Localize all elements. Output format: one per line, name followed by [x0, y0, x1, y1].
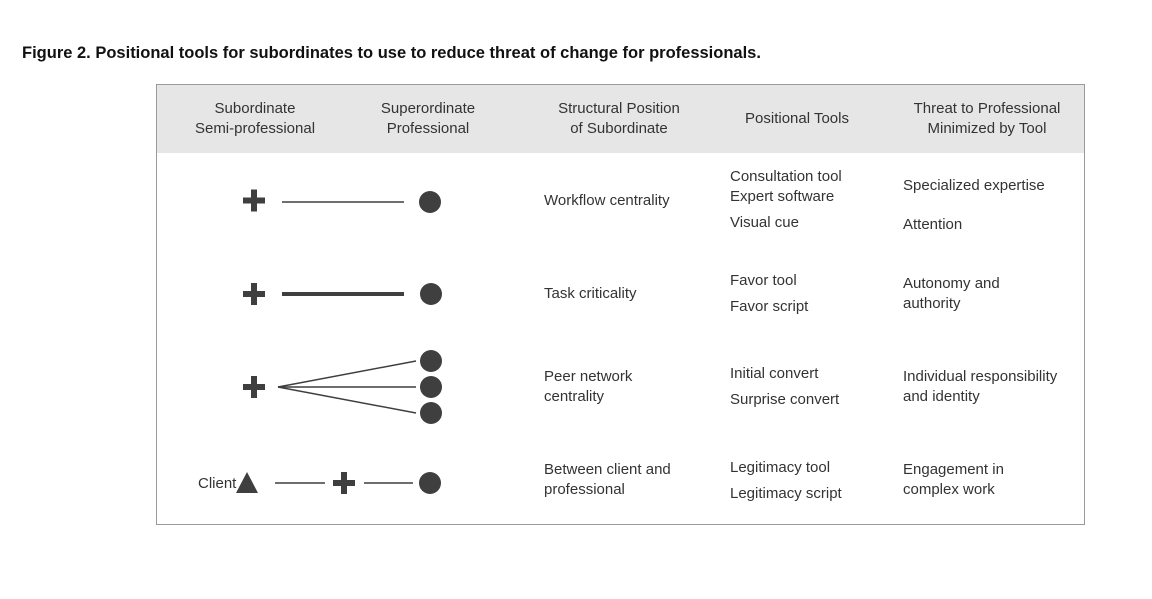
header-line: Superordinate	[380, 100, 476, 117]
row3-position: Peer network centrality	[544, 367, 632, 407]
tie-line	[277, 360, 417, 388]
figure-title: Figure 2. Positional tools for subordina…	[22, 44, 761, 62]
header-superordinate: Superordinate Professional	[353, 85, 503, 153]
row2-threats: Autonomy and authority	[903, 274, 1000, 314]
row1-position: Workflow centrality	[544, 191, 670, 211]
row1-diagram	[243, 189, 441, 213]
row3-tools: Initial convert Surprise convert	[730, 364, 839, 410]
cell-text: professional	[544, 481, 625, 498]
cell-text: Workflow centrality	[544, 192, 670, 209]
cell-text: Engagement in	[903, 461, 1004, 478]
header-line: Minimized by Tool	[927, 120, 1047, 137]
header-line: of Subordinate	[570, 120, 668, 137]
plus-icon	[243, 189, 265, 212]
client-label: Client	[198, 475, 237, 492]
header-line: Subordinate	[214, 100, 296, 117]
figure-table: Subordinate Semi-professional Superordin…	[156, 84, 1085, 525]
header-line: Threat to Professional	[913, 100, 1061, 117]
header-line: Positional Tools	[745, 110, 849, 127]
header-line: Professional	[386, 120, 470, 137]
circle-icon	[419, 472, 441, 494]
cell-text: Surprise convert	[730, 391, 840, 408]
header-subordinate: Subordinate Semi-professional	[157, 85, 353, 153]
cell-text: Favor tool	[730, 272, 797, 289]
row4-tools: Legitimacy tool Legitimacy script	[730, 458, 842, 504]
row2-position: Task criticality	[544, 284, 637, 304]
cell-text: centrality	[544, 388, 605, 405]
plus-icon	[243, 376, 265, 398]
cell-text: Attention	[903, 216, 963, 233]
row3-threats: Individual responsibility and identity	[903, 367, 1057, 407]
header-positional-tools: Positional Tools	[717, 85, 877, 153]
row4-diagram	[236, 472, 441, 494]
row2-diagram	[243, 283, 442, 305]
cell-text: and identity	[903, 388, 980, 405]
cell-text: Initial convert	[730, 365, 819, 382]
row4-position: Between client and professional	[544, 460, 671, 500]
row3-diagram	[243, 350, 442, 424]
cell-text: Individual responsibility	[903, 368, 1058, 385]
row4-threats: Engagement in complex work	[903, 460, 1004, 500]
row1-threats: Specialized expertise Attention	[903, 176, 1045, 235]
cell-text: Favor script	[730, 298, 809, 315]
cell-text: Legitimacy script	[730, 485, 842, 502]
header-line: Semi-professional	[194, 120, 316, 137]
cell-text: Peer network	[544, 368, 633, 385]
cell-text: Between client and	[544, 461, 671, 478]
circle-icon	[420, 350, 442, 372]
row1-tools: Consultation tool Expert software Visual…	[730, 167, 842, 233]
header-structural-position: Structural Position of Subordinate	[531, 85, 707, 153]
circle-icon	[420, 376, 442, 398]
cell-text: complex work	[903, 481, 995, 498]
cell-text: Task criticality	[544, 285, 637, 302]
cell-text: Specialized expertise	[903, 177, 1045, 194]
row2-tools: Favor tool Favor script	[730, 271, 808, 317]
plus-icon	[243, 283, 265, 305]
plus-icon	[333, 472, 355, 494]
cell-text: Consultation tool	[730, 168, 842, 185]
circle-icon	[420, 402, 442, 424]
circle-icon	[419, 191, 441, 213]
cell-text: Legitimacy tool	[730, 459, 831, 476]
relationship-diagrams	[236, 189, 442, 494]
circle-icon	[420, 283, 442, 305]
triangle-icon	[236, 472, 258, 493]
table-header: Subordinate Semi-professional Superordin…	[157, 85, 1084, 153]
cell-text: authority	[903, 295, 961, 312]
header-line: Structural Position	[558, 100, 680, 117]
header-threat: Threat to Professional Minimized by Tool	[897, 85, 1077, 153]
cell-text: Autonomy and	[903, 275, 1000, 292]
cell-text: Visual cue	[730, 214, 799, 231]
tie-line	[277, 386, 417, 414]
cell-text: Expert software	[730, 188, 835, 205]
